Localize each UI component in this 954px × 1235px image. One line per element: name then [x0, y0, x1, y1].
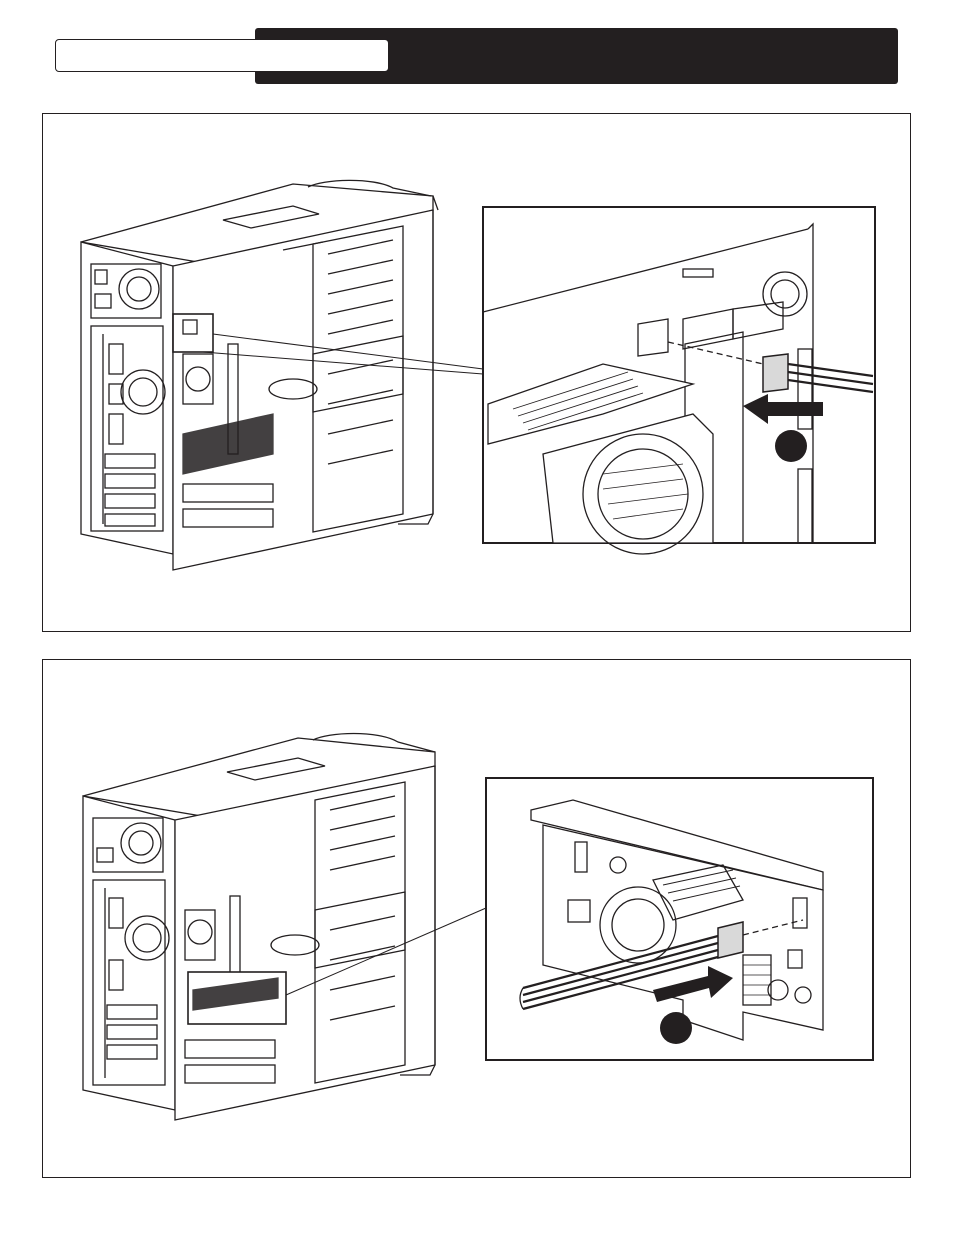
figure-power-cable-connection [42, 659, 911, 1178]
section-tab-text [56, 40, 388, 54]
figure-2-drawing [43, 660, 909, 1176]
callout-marker-1 [775, 430, 807, 462]
section-tab [55, 39, 389, 72]
callout-marker-2 [660, 1012, 692, 1044]
tower-illustration [81, 180, 438, 570]
figure-1-drawing [43, 114, 909, 630]
tower-illustration-2 [83, 734, 435, 1121]
figure-fan-cable-connection [42, 113, 911, 632]
fan-connector-detail [483, 207, 875, 554]
